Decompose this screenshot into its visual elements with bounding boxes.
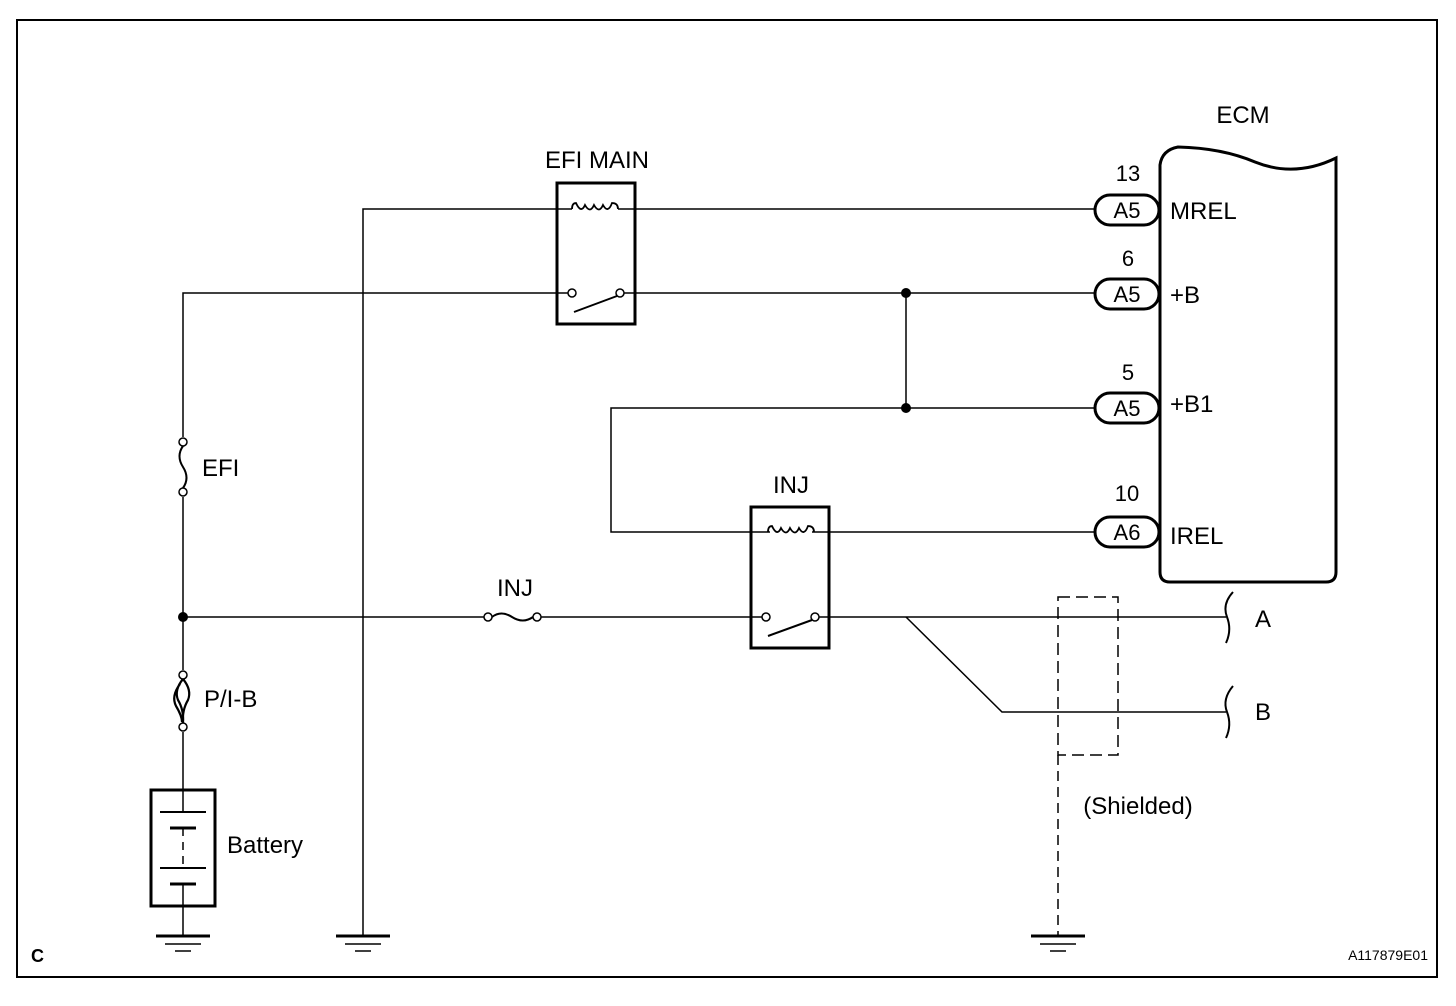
pin-number: 6 [1122,246,1134,271]
wire-break-icon [1224,591,1234,644]
junction-dot [901,288,911,298]
pib-fusible-link: P/I-B [173,670,257,732]
junction-dot [901,403,911,413]
pin-name: IREL [1170,523,1223,550]
ground-icon [156,934,210,952]
efi-main-label: EFI MAIN [545,147,649,174]
ecm-pin-irel: 10 A6 IREL [1093,481,1223,550]
relay-coil-icon [767,525,815,534]
corner-label: C [31,946,44,966]
pin-number: 10 [1115,481,1139,506]
shielded-label: (Shielded) [1083,793,1192,820]
pin-name: +B1 [1170,391,1213,418]
pin-number: 13 [1116,161,1140,186]
ecm-title: ECM [1216,102,1269,129]
connector-label: A5 [1114,282,1141,307]
wires [182,208,1226,935]
relay-coil-icon [571,202,619,211]
diagram-frame [16,19,1438,978]
junction-dots [178,288,911,622]
inj-fuse: INJ [483,575,542,622]
output-a-label: A [1255,606,1271,633]
fuse-icon [178,445,188,489]
connector-label: A6 [1114,520,1141,545]
shield-box [1057,596,1119,756]
switch-contact [761,612,771,622]
switch-contact [810,612,820,622]
figure-id: A117879E01 [1348,947,1428,963]
ground-icon [336,934,390,952]
junction-dot [178,612,188,622]
pin-name: +B [1170,282,1200,309]
ecm-pin-b: 6 A5 +B [1093,246,1200,311]
fuse-icon [491,612,534,622]
fusible-link-icon [173,678,191,724]
inj-relay: INJ [749,472,831,650]
inj-fuse-label: INJ [497,575,533,602]
battery: Battery [149,788,303,908]
pib-label: P/I-B [204,686,257,713]
output-b-label: B [1255,699,1271,726]
switch-contact [615,288,625,298]
output-a: A [1224,591,1271,644]
ecm-block: ECM [1158,102,1338,584]
connector-badge [1093,193,1161,227]
connector-label: A5 [1114,396,1141,421]
battery-label: Battery [227,832,303,859]
inj-relay-label: INJ [773,472,809,499]
efi-fuse: EFI [178,437,239,497]
connector-badge [1093,277,1161,311]
switch-contact [567,288,577,298]
ecm-pin-b1: 5 A5 +B1 [1093,360,1213,425]
ecm-pin-mrel: 13 A5 MREL [1093,161,1237,227]
efi-fuse-label: EFI [202,455,239,482]
pin-number: 5 [1122,360,1134,385]
ground-icon [1031,934,1085,952]
efi-main-relay: EFI MAIN [545,147,649,326]
output-b: B [1224,685,1271,739]
pin-name: MREL [1170,198,1237,225]
switch-arm [573,295,618,313]
connector-label: A5 [1114,198,1141,223]
switch-arm [767,619,813,637]
wire-break-icon [1224,685,1234,739]
